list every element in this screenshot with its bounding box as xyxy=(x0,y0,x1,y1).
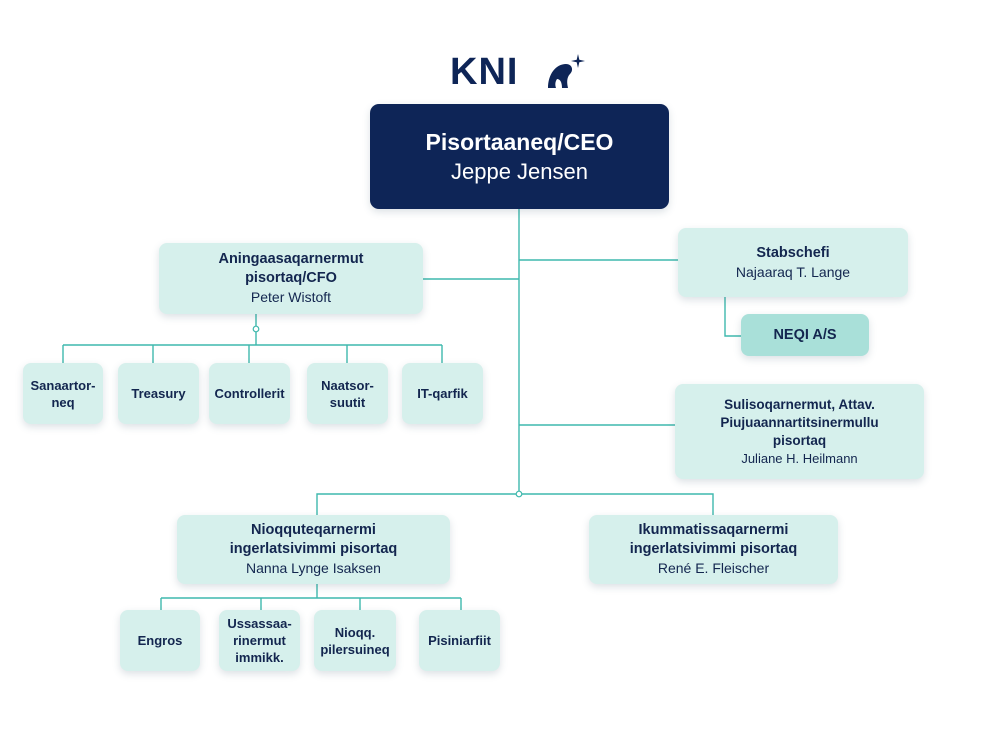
unit-naatsorsuutit: Naatsor- suutit xyxy=(307,363,388,424)
sulisoq-box: Sulisoqarnermut, Attav. Piujuaannartitsi… xyxy=(675,384,924,479)
polar-bear-star-icon xyxy=(548,54,585,88)
unit-it-qarfik: IT-qarfik xyxy=(402,363,483,424)
logo-text: KNI xyxy=(450,51,519,93)
ceo-name: Jeppe Jensen xyxy=(451,158,588,184)
nioqqut-name: Nanna Lynge Isaksen xyxy=(246,560,381,576)
unit-treasury: Treasury xyxy=(118,363,199,424)
unit-controllerit: Controllerit xyxy=(209,363,290,424)
cfo-box: Aningaasaqarnermut pisortaq/CFO Peter Wi… xyxy=(159,243,423,314)
stab-box: Stabschefi Najaaraq T. Lange xyxy=(678,228,908,297)
ceo-title: Pisortaaneq/CEO xyxy=(425,128,614,155)
nioqqut-box: Nioqquteqarnermi ingerlatsivimmi pisorta… xyxy=(177,515,450,584)
unit-nioqq-pilersuineq: Nioqq. pilersuineq xyxy=(314,610,396,671)
sulisoq-title: Sulisoqarnermut, Attav. Piujuaannartitsi… xyxy=(720,396,879,448)
ikummat-name: René E. Fleischer xyxy=(657,560,770,576)
bottom-split xyxy=(316,493,714,515)
ceo-box: Pisortaaneq/CEO Jeppe Jensen xyxy=(370,104,669,209)
ikummat-title: Ikummatissaqarnermi ingerlatsivimmi piso… xyxy=(629,522,798,557)
kni-logo: KNI xyxy=(450,50,590,94)
nioqqut-title: Nioqquteqarnermi ingerlatsivimmi pisorta… xyxy=(229,522,398,557)
unit-engros: Engros xyxy=(120,610,200,671)
cfo-node-dot xyxy=(252,325,260,333)
ikummat-box: Ikummatissaqarnermi ingerlatsivimmi piso… xyxy=(589,515,838,584)
neqi-title: NEQI A/S xyxy=(773,326,837,343)
unit-pisiniarfiit: Pisiniarfiit xyxy=(419,610,500,671)
cfo-title: Aningaasaqarnermut pisortaq/CFO xyxy=(218,251,364,286)
neqi-box: NEQI A/S xyxy=(741,314,869,356)
unit-sanaartorneq: Sanaartor- neq xyxy=(23,363,103,424)
unit-ussassaarinermut: Ussassaa- rinermut immikk. xyxy=(219,610,300,671)
split-node-dot xyxy=(515,490,523,498)
neqi-connector xyxy=(724,297,741,337)
stab-name: Najaaraq T. Lange xyxy=(735,263,851,280)
sulisoq-name: Juliane H. Heilmann xyxy=(741,450,858,466)
stab-title: Stabschefi xyxy=(756,244,830,261)
cfo-name: Peter Wistoft xyxy=(250,289,332,305)
